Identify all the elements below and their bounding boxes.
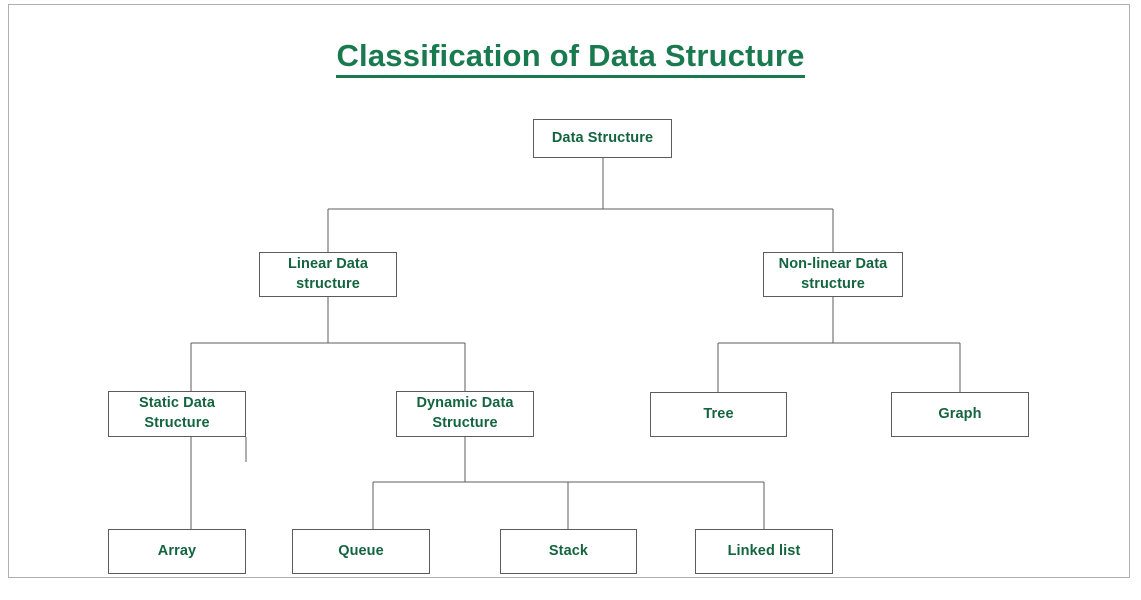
node-tree[interactable]: Tree: [650, 392, 787, 437]
node-dynamic-data-structure[interactable]: Dynamic Data Structure: [396, 391, 534, 437]
node-graph[interactable]: Graph: [891, 392, 1029, 437]
node-non-linear-data-structure[interactable]: Non-linear Data structure: [763, 252, 903, 297]
node-static-data-structure[interactable]: Static Data Structure: [108, 391, 246, 437]
node-label-non-linear-data-structure: Non-linear Data structure: [778, 255, 888, 292]
node-stack[interactable]: Stack: [500, 529, 637, 574]
node-queue[interactable]: Queue: [292, 529, 430, 574]
node-array[interactable]: Array: [108, 529, 246, 574]
node-label-queue: Queue: [338, 542, 384, 559]
node-data-structure[interactable]: Data Structure: [533, 119, 672, 158]
node-label-dynamic-data-structure: Dynamic Data Structure: [416, 395, 514, 431]
node-label-tree: Tree: [703, 405, 734, 422]
page-title: Classification of Data Structure: [0, 38, 1141, 78]
node-label-data-structure: Data Structure: [551, 129, 654, 146]
node-label-stack: Stack: [548, 542, 589, 559]
page-title-text: Classification of Data Structure: [336, 38, 805, 78]
node-label-array: Array: [157, 542, 197, 559]
node-label-graph: Graph: [938, 405, 982, 422]
node-linked-list[interactable]: Linked list: [695, 529, 833, 574]
node-label-static-data-structure: Static Data Structure: [138, 395, 216, 431]
node-linear-data-structure[interactable]: Linear Data structure: [259, 252, 397, 297]
node-label-linked-list: Linked list: [727, 542, 801, 559]
node-label-linear-data-structure: Linear Data structure: [287, 255, 369, 292]
